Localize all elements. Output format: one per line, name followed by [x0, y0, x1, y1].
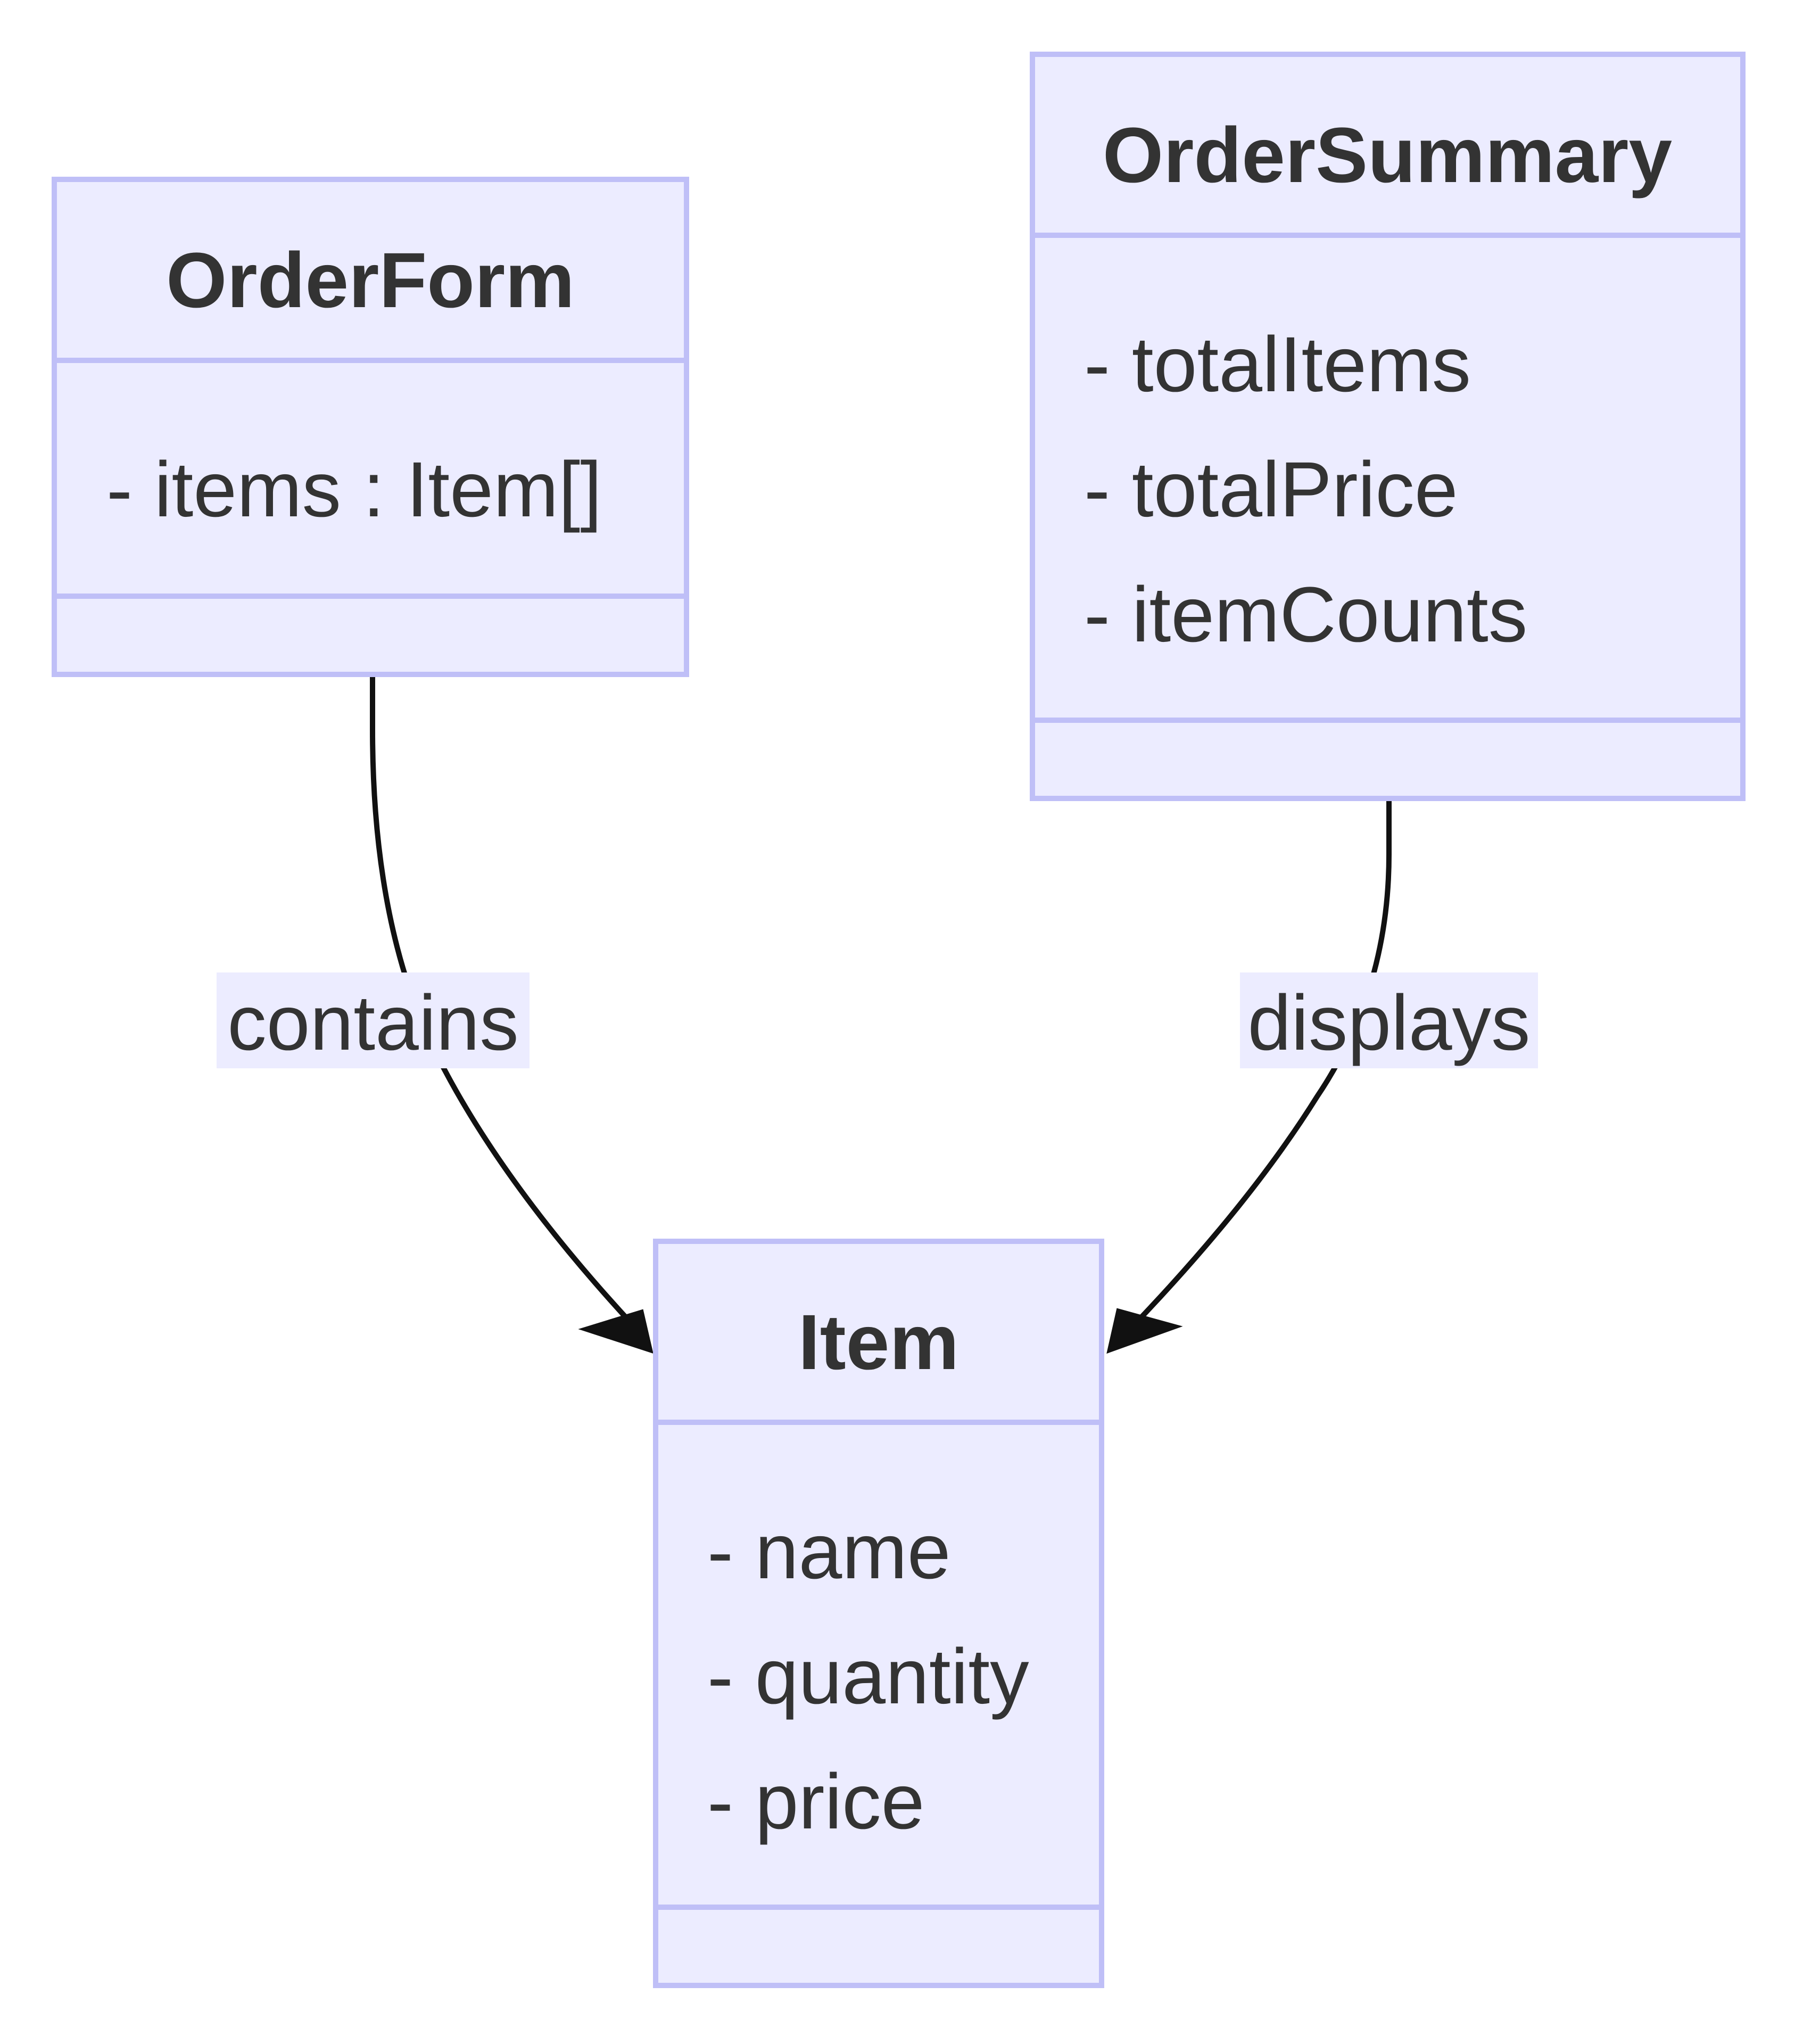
class-item-box [653, 1239, 1104, 1988]
class-ordersummary-attr-itemcounts: - itemCounts [1084, 571, 1527, 658]
class-item-attr-price: - price [707, 1758, 924, 1845]
class-item-attr-quantity: - quantity [707, 1633, 1029, 1720]
class-ordersummary-attr-totalprice: - totalPrice [1084, 446, 1458, 533]
class-orderform-attr-items: - items : Item[] [106, 446, 602, 533]
relation-displays-label: displays [1247, 979, 1530, 1067]
relation-contains-label-bg [217, 972, 530, 1068]
class-ordersummary-name: OrderSummary [1103, 112, 1672, 199]
class-orderform: OrderForm - items : Item[] [52, 177, 689, 677]
arrowhead-displays-icon [1106, 1308, 1183, 1354]
arrowhead-contains-icon [578, 1309, 654, 1354]
relation-contains-label: contains [227, 979, 519, 1067]
relation-displays: displays [1106, 798, 1538, 1354]
class-ordersummary-box [1030, 52, 1746, 801]
class-ordersummary-attr-totalitems: - totalItems [1084, 321, 1471, 408]
class-item-name: Item [798, 1299, 959, 1386]
class-item: Item - name - quantity - price [653, 1239, 1104, 1988]
relation-displays-line [1131, 798, 1392, 1328]
class-orderform-box [52, 177, 689, 677]
relation-contains: contains [217, 674, 654, 1354]
relation-displays-label-bg [1240, 972, 1538, 1068]
class-orderform-name: OrderForm [166, 237, 575, 324]
class-item-attr-name: - name [707, 1508, 951, 1595]
class-ordersummary: OrderSummary - totalItems - totalPrice -… [1030, 52, 1746, 801]
